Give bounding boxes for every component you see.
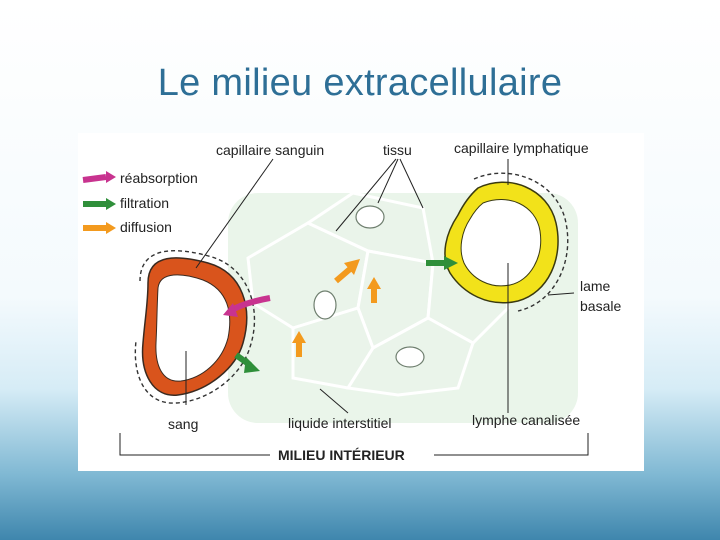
flow-arrows — [223, 256, 458, 373]
reabsorption-legend-arrow — [82, 174, 107, 183]
legend-filtration-label: filtration — [120, 195, 169, 211]
cell-nucleus — [395, 346, 425, 368]
label-basal-lamina-1: lame — [580, 278, 611, 294]
lymph-capillary-lumen — [460, 199, 542, 287]
filtration-arrowhead-blood — [244, 357, 260, 373]
lymph-basal-lamina — [473, 172, 569, 312]
pointer-interstitial — [319, 388, 349, 414]
slide-title: Le milieu extracellulaire — [157, 62, 563, 104]
filtration-arrowhead-lymph — [444, 256, 458, 270]
legend-reabsorption-label: réabsorption — [120, 170, 198, 186]
label-blood-capillary: capillaire sanguin — [216, 142, 324, 158]
extracellular-diagram: réabsorption filtration diffusion capill… — [82, 140, 621, 463]
label-lymph-capillary: capillaire lymphatique — [454, 140, 589, 156]
label-tissue: tissu — [383, 142, 412, 158]
label-channeled-lymph: lymphe canalisée — [472, 412, 580, 428]
diffusion-arrow — [334, 266, 352, 284]
pointer-blood-capillary — [195, 158, 274, 269]
bracket-left — [119, 433, 270, 456]
lymph-capillary — [444, 172, 569, 312]
blood-basal-lamina — [134, 250, 256, 404]
bracket-right — [434, 433, 589, 456]
legend: réabsorption filtration diffusion — [82, 170, 198, 235]
diffusion-arrowhead — [367, 277, 381, 289]
reabsorption-arrowhead — [223, 303, 238, 317]
pointer-basal-lamina — [547, 292, 575, 296]
diagram-figure: réabsorption filtration diffusion capill… — [78, 133, 644, 471]
diffusion-arrowhead — [344, 259, 360, 275]
reabsorption-legend-arrowhead — [106, 171, 116, 183]
blood-capillary-lumen — [155, 274, 231, 382]
label-basal-lamina-2: basale — [580, 298, 621, 314]
cell-nucleus — [313, 290, 337, 320]
diffusion-legend-arrowhead — [106, 222, 116, 234]
label-internal-environment: MILIEU INTÉRIEUR — [278, 447, 405, 463]
cell-nucleus — [355, 205, 385, 229]
pointer-lines — [119, 158, 589, 456]
label-interstitial-fluid: liquide interstitiel — [288, 415, 392, 431]
blood-capillary — [134, 250, 256, 404]
legend-diffusion-label: diffusion — [120, 219, 172, 235]
pointer-tissue — [335, 158, 397, 232]
label-blood: sang — [168, 416, 198, 432]
pointer-tissue — [399, 158, 424, 209]
diffusion-arrowhead — [292, 331, 306, 343]
filtration-legend-arrowhead — [106, 198, 116, 210]
pointer-tissue — [377, 158, 399, 204]
